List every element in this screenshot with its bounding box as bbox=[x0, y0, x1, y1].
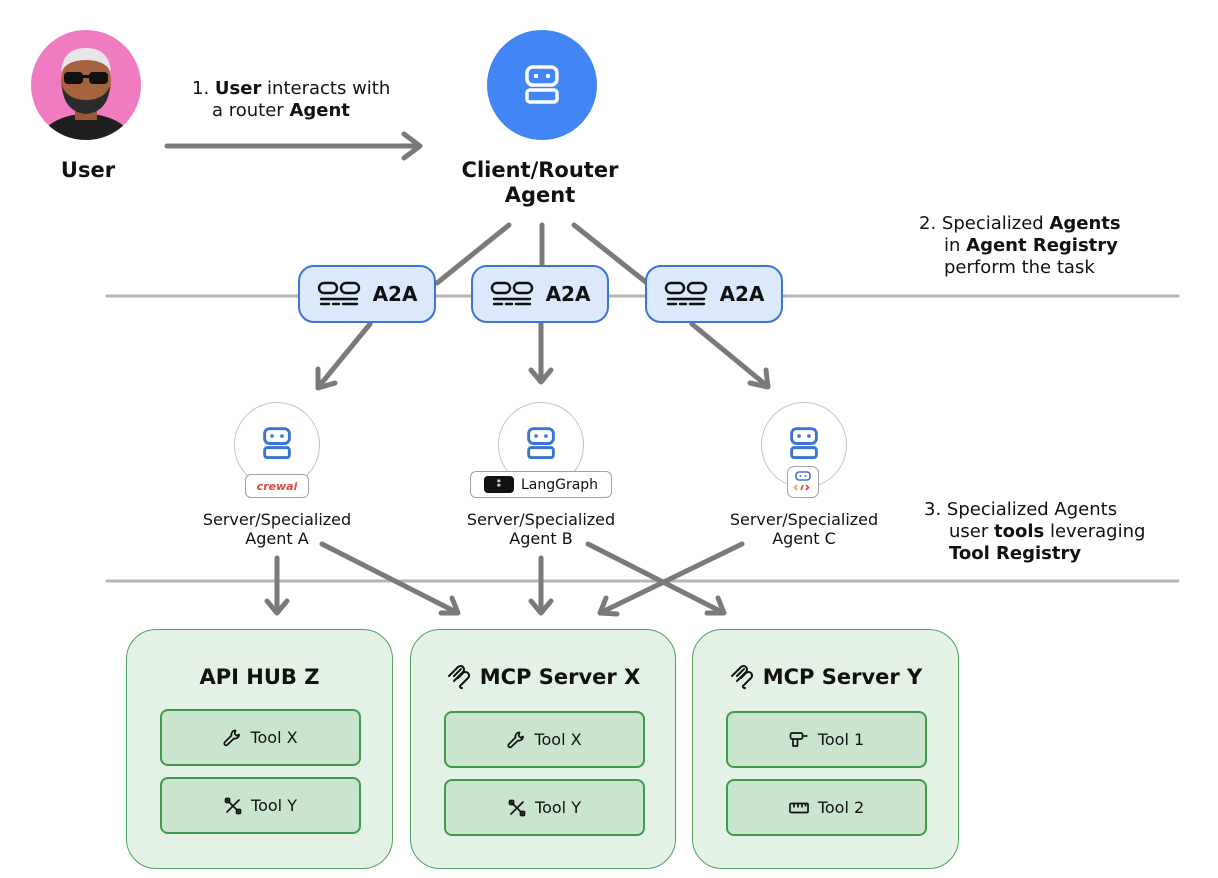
mcp-icon bbox=[447, 664, 470, 690]
user-to-router-arrowhead bbox=[401, 131, 423, 161]
agent-b-to-mcp-y-arrowhead bbox=[704, 595, 727, 616]
server-title: API HUB Z bbox=[199, 665, 320, 689]
agent-a-to-mcp-x-arrow bbox=[319, 541, 459, 615]
agent-a-to-hub-arrowhead bbox=[264, 598, 290, 616]
agent-a-to-mcp-x-arrowhead bbox=[438, 595, 461, 616]
langgraph-badge-label: LangGraph bbox=[520, 476, 599, 493]
code-agent-logo-badge bbox=[787, 466, 819, 498]
langgraph-logo-badge: ⁑ LangGraph bbox=[470, 471, 612, 498]
agent-b-to-mcp-x-arrowhead bbox=[528, 598, 554, 616]
tools-cross-icon bbox=[508, 799, 526, 816]
drill-icon bbox=[789, 731, 808, 747]
a2a-protocol-icon bbox=[317, 281, 360, 306]
a2a-protocol-badge-b: A2A bbox=[471, 265, 609, 323]
tool-x-card: Tool X bbox=[160, 709, 361, 766]
server-title: MCP Server Y bbox=[693, 662, 958, 692]
router-agent-icon-circle bbox=[487, 30, 597, 140]
mcp-icon bbox=[730, 664, 753, 690]
langgraph-mark-icon: ⁑ bbox=[483, 476, 514, 493]
tool-2-card: Tool 2 bbox=[726, 779, 927, 836]
wrench-icon bbox=[507, 731, 525, 748]
a2a-to-agent-c-arrow bbox=[689, 321, 769, 388]
a2a-to-agent-a-arrow bbox=[317, 321, 373, 388]
wrench-icon bbox=[223, 729, 241, 746]
robot-icon bbox=[263, 427, 291, 459]
tool-y-card: Tool Y bbox=[160, 777, 361, 834]
tool-label: Tool 2 bbox=[817, 798, 865, 817]
agent-a-label: Server/Specialized Agent A bbox=[202, 510, 352, 548]
tool-y-card: Tool Y bbox=[444, 779, 645, 836]
code-robot-icon bbox=[793, 471, 811, 491]
mcp-server-y-container: MCP Server Y Tool 1 Tool 2 bbox=[692, 629, 959, 869]
a2a-label: A2A bbox=[545, 282, 591, 306]
api-hub-z-container: API HUB Z Tool X Tool Y bbox=[126, 629, 393, 869]
a2a-to-agent-a-arrowhead bbox=[315, 366, 338, 391]
a2a-protocol-badge-c: A2A bbox=[645, 265, 783, 323]
router-to-a2a-line-a bbox=[434, 222, 512, 286]
router-to-a2a-line-c bbox=[571, 222, 650, 286]
step-2-text: 2. Specialized Agents in Agent Registry … bbox=[919, 213, 1121, 278]
crewai-logo-badge: crewai bbox=[245, 474, 309, 498]
agent-c-to-mcp-x-arrowhead bbox=[597, 595, 620, 617]
tool-label: Tool Y bbox=[251, 796, 297, 815]
step-3-text: 3. Specialized Agents user tools leverag… bbox=[924, 499, 1146, 564]
robot-icon bbox=[527, 427, 555, 459]
agent-b-to-mcp-y-arrow bbox=[585, 541, 725, 615]
ruler-icon bbox=[788, 802, 809, 813]
tool-label: Tool X bbox=[534, 730, 582, 749]
user-label: User bbox=[60, 158, 116, 182]
a2a-label: A2A bbox=[719, 282, 765, 306]
tools-cross-icon bbox=[224, 797, 242, 814]
agent-b-label: Server/Specialized Agent B bbox=[466, 510, 616, 548]
a2a-label: A2A bbox=[372, 282, 418, 306]
agent-c-to-mcp-x-arrow bbox=[599, 541, 745, 615]
robot-icon bbox=[525, 65, 559, 104]
mcp-server-x-container: MCP Server X Tool X Tool Y bbox=[410, 629, 676, 869]
user-avatar bbox=[31, 30, 141, 140]
a2a-protocol-icon bbox=[664, 281, 707, 306]
agent-c-circle bbox=[761, 402, 847, 488]
router-agent-label: Client/Router Agent bbox=[461, 158, 619, 207]
a2a-protocol-icon bbox=[490, 281, 533, 306]
agent-c-label: Server/Specialized Agent C bbox=[729, 510, 879, 548]
tool-label: Tool Y bbox=[535, 798, 581, 817]
tool-x-card: Tool X bbox=[444, 711, 645, 768]
robot-icon bbox=[790, 427, 818, 459]
tool-label: Tool 1 bbox=[817, 730, 865, 749]
a2a-protocol-badge-a: A2A bbox=[298, 265, 436, 323]
step-1-text: 1. User interacts with a router Agent bbox=[192, 78, 391, 121]
agent-a-circle bbox=[234, 402, 320, 488]
tool-label: Tool X bbox=[250, 728, 298, 747]
server-title: MCP Server X bbox=[411, 662, 675, 692]
a2a-to-agent-b-arrowhead bbox=[528, 367, 554, 385]
a2a-to-agent-c-arrowhead bbox=[747, 367, 771, 390]
tool-1-card: Tool 1 bbox=[726, 711, 927, 768]
